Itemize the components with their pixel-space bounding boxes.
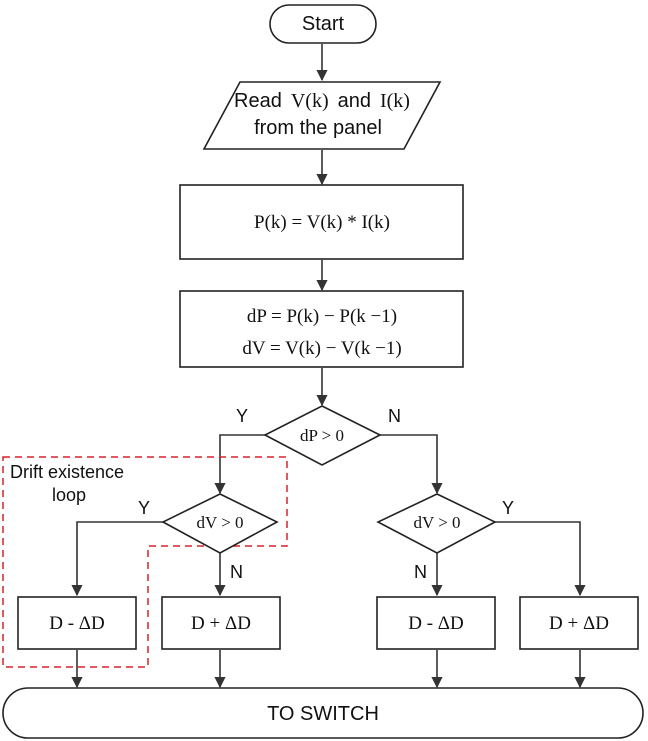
drift-loop-label-line2: loop [52, 485, 86, 505]
power-calc-node: P(k) = V(k) * I(k) [179, 184, 464, 260]
power-formula: P(k) = V(k) * I(k) [254, 212, 390, 233]
dp-formula: dP = P(k) − P(k −1) [247, 306, 397, 327]
decision-dp-label: dP > 0 [300, 426, 344, 445]
drift-loop-label-line1: Drift existence [10, 462, 124, 482]
dp-no-label: N [388, 406, 401, 426]
start-label: Start [302, 13, 345, 35]
dp-yes-label: Y [236, 406, 248, 426]
process-increase-duty-left: D + ΔD [161, 596, 281, 650]
to-switch-label: TO SWITCH [267, 703, 379, 725]
drift-existence-loop: Drift existence loop [2, 456, 288, 668]
to-switch-node: TO SWITCH [2, 687, 644, 739]
decision-dp: dP > 0 [263, 405, 382, 466]
read-i: I(k) [380, 90, 410, 112]
left-dv-yes-label: Y [138, 498, 150, 518]
svg-text:Read V(k) and: Read V(k) and I(k) [234, 90, 410, 112]
process-decrease-duty-right: D - ΔD [376, 596, 496, 650]
start-node: Start [269, 4, 377, 44]
connector-left-dv-yes [71, 521, 163, 597]
process-1-label: D - ΔD [49, 613, 105, 634]
right-dv-no-label: N [414, 562, 427, 582]
connector-dp-no [380, 434, 443, 495]
decision-dv-right-label: dV > 0 [413, 513, 460, 532]
process-2-label: D + ΔD [191, 613, 251, 634]
process-4-label: D + ΔD [549, 613, 609, 634]
read-and: and [338, 90, 371, 112]
dv-formula: dV = V(k) − V(k −1) [242, 338, 401, 359]
delta-calc-node: dP = P(k) − P(k −1) dV = V(k) − V(k −1) [179, 290, 464, 368]
connector-dp-yes [214, 434, 265, 495]
decision-dv-left: dV > 0 [161, 493, 279, 554]
process-decrease-duty-left: D - ΔD [17, 596, 137, 650]
process-increase-duty-right: D + ΔD [519, 596, 639, 650]
decision-dv-left-label: dV > 0 [196, 513, 243, 532]
read-word: Read [234, 90, 282, 112]
connector-right-dv-yes [495, 521, 586, 597]
decision-dv-right: dV > 0 [376, 493, 497, 554]
read-v: V(k) [291, 90, 329, 112]
process-3-label: D - ΔD [408, 613, 464, 634]
connectors [71, 44, 586, 689]
read-line2: from the panel [254, 117, 382, 139]
left-dv-no-label: N [230, 562, 243, 582]
right-dv-yes-label: Y [502, 498, 514, 518]
read-input-node: Read V(k) and I(k) from the panel [202, 81, 442, 150]
